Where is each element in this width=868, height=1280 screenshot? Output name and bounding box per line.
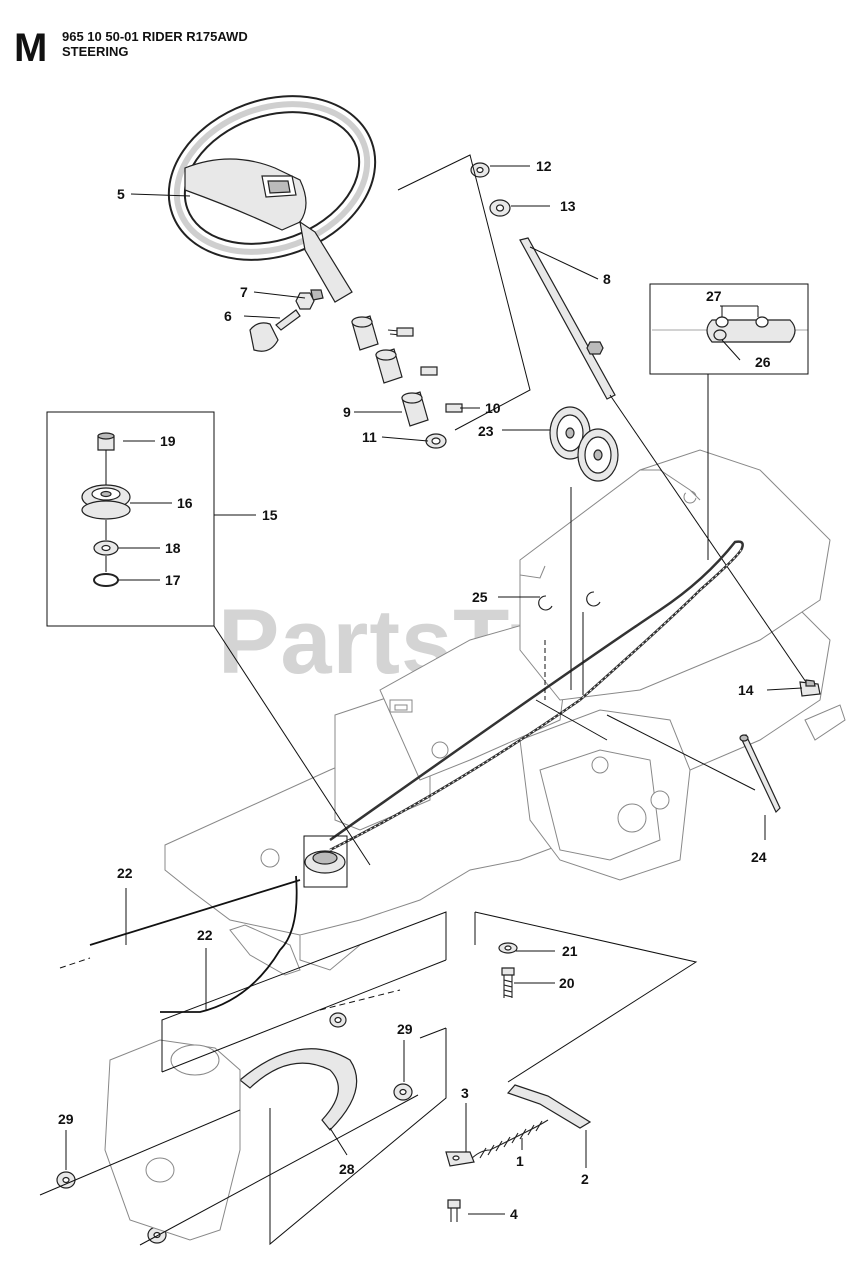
callout-22-lower: 22 — [197, 927, 213, 943]
callout-labels: 1 2 3 4 5 6 7 8 9 10 11 12 13 14 15 16 1… — [58, 158, 771, 1222]
callout-16: 16 — [177, 495, 193, 511]
callout-25: 25 — [472, 589, 488, 605]
callout-13: 13 — [560, 198, 576, 214]
inset-borders — [46, 154, 809, 1246]
model-line: 965 10 50-01 RIDER R175AWD — [62, 29, 248, 44]
section-title: STEERING — [62, 44, 129, 59]
callout-26: 26 — [755, 354, 771, 370]
callout-19: 19 — [160, 433, 176, 449]
bushing-detail — [304, 850, 346, 874]
callout-22-upper: 22 — [117, 865, 133, 881]
callout-15: 15 — [262, 507, 278, 523]
callout-6: 6 — [224, 308, 232, 324]
chassis-frame — [164, 449, 846, 976]
callout-8: 8 — [603, 271, 611, 287]
callout-2: 2 — [581, 1171, 589, 1187]
washer-bolt — [498, 942, 518, 998]
callout-24: 24 — [751, 849, 767, 865]
column-parts — [249, 289, 463, 449]
lower-bracket — [39, 989, 419, 1246]
callout-10: 10 — [485, 400, 501, 416]
clips — [538, 591, 601, 611]
bolt — [799, 679, 821, 697]
callout-12: 12 — [536, 158, 552, 174]
steering-cable — [59, 540, 744, 1013]
callout-5: 5 — [117, 186, 125, 202]
callout-21: 21 — [562, 943, 578, 959]
callout-29-right: 29 — [397, 1021, 413, 1037]
callout-3: 3 — [461, 1085, 469, 1101]
cable-end-inset — [652, 316, 808, 343]
pulley-assembly-inset — [81, 432, 131, 587]
callout-20: 20 — [559, 975, 575, 991]
callout-23: 23 — [478, 423, 494, 439]
callout-11: 11 — [362, 429, 377, 445]
callout-14: 14 — [738, 682, 754, 698]
callout-9: 9 — [343, 404, 351, 420]
callout-27: 27 — [706, 288, 722, 304]
callout-28: 28 — [339, 1161, 355, 1177]
leader-lines — [65, 165, 803, 1215]
steering-wheel — [167, 95, 377, 303]
pulley-pair — [549, 406, 619, 482]
pin — [739, 733, 781, 814]
callout-18: 18 — [165, 540, 181, 556]
callout-1: 1 — [516, 1153, 524, 1169]
spring-assembly — [445, 1084, 592, 1222]
callout-4: 4 — [510, 1206, 518, 1222]
section-letter: M — [14, 26, 48, 70]
upper-shaft-parts — [470, 162, 809, 686]
callout-7: 7 — [240, 284, 248, 300]
callout-17: 17 — [165, 572, 181, 588]
callout-29-left: 29 — [58, 1111, 74, 1127]
